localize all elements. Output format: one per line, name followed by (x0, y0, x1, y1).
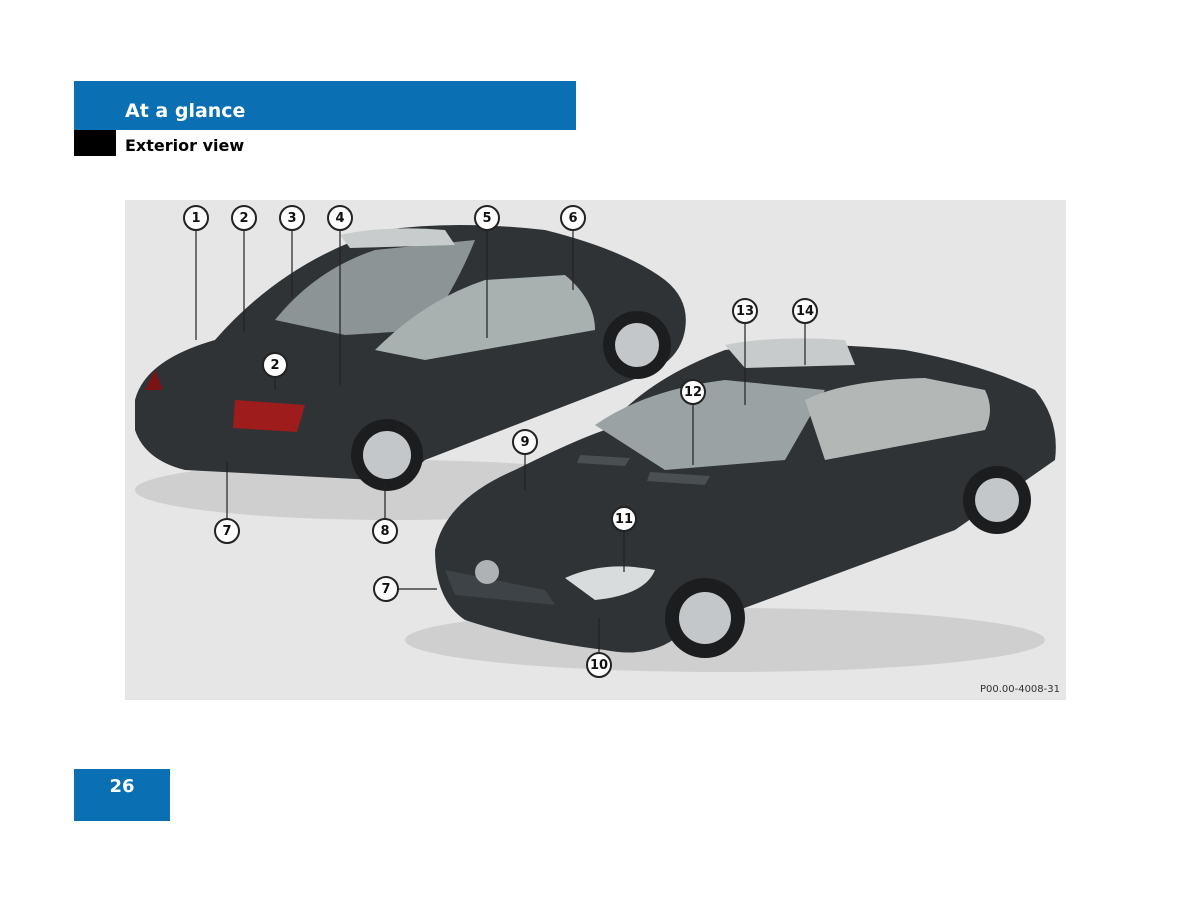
callout-14: 14 (792, 298, 818, 324)
section-title: At a glance (125, 100, 246, 122)
callout-3: 3 (279, 205, 305, 231)
figure-code: P00.00-4008-31 (979, 684, 1060, 695)
callout-7-front: 7 (373, 576, 399, 602)
subsection-marker (74, 130, 116, 156)
callout-13: 13 (732, 298, 758, 324)
callout-6: 6 (560, 205, 586, 231)
callout-8: 8 (372, 518, 398, 544)
front-car (405, 338, 1056, 672)
callout-4: 4 (327, 205, 353, 231)
callout-5: 5 (474, 205, 500, 231)
subsection-title: Exterior view (125, 136, 245, 155)
callout-2-rear: 2 (262, 352, 288, 378)
callout-1: 1 (183, 205, 209, 231)
callout-7-rear: 7 (214, 518, 240, 544)
leader-lines (195, 231, 806, 652)
callout-11: 11 (611, 506, 637, 532)
car-illustration (135, 225, 1056, 672)
callout-2: 2 (231, 205, 257, 231)
exterior-view-figure: 1 2 3 4 5 6 2 7 8 9 7 10 11 12 13 14 P00… (125, 200, 1066, 700)
callout-12: 12 (680, 379, 706, 405)
callout-9: 9 (512, 429, 538, 455)
rear-car (135, 225, 686, 520)
page-number: 26 (109, 776, 135, 797)
page-number-box: 26 (74, 769, 170, 821)
callout-10: 10 (586, 652, 612, 678)
section-header-bar: At a glance (74, 81, 576, 130)
